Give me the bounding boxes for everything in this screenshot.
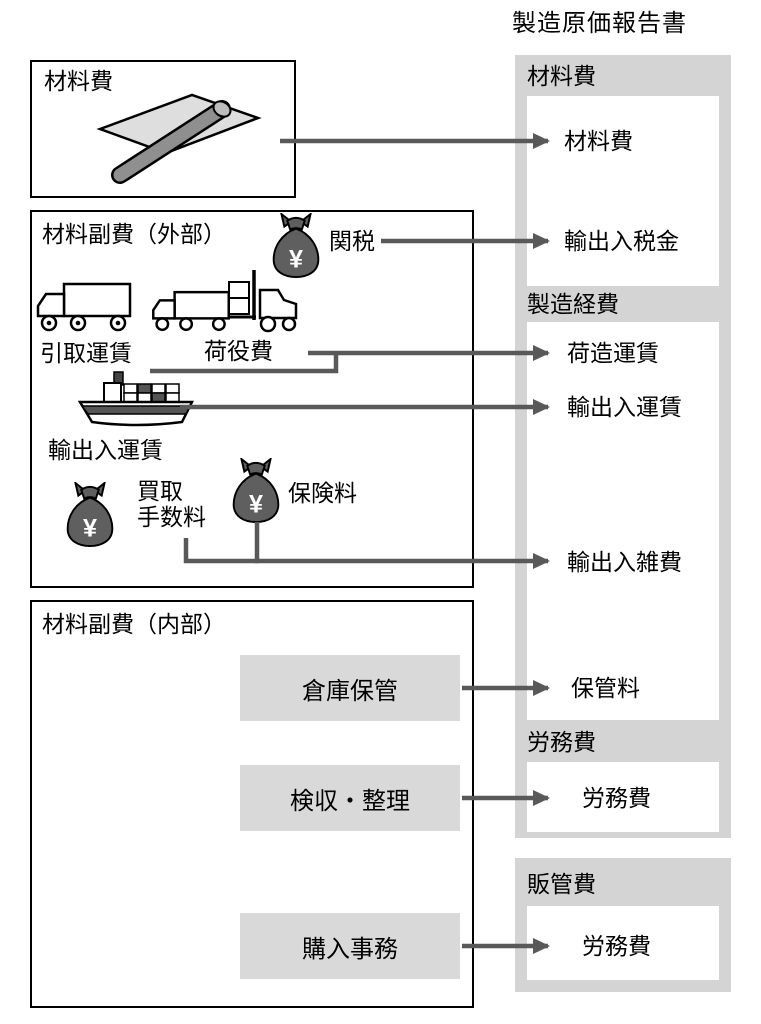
manufacturing-section-header: 製造経費: [527, 291, 619, 317]
labor-section-header: 労務費: [527, 729, 596, 755]
material-section-header: 材料費: [527, 63, 596, 89]
yen-glyph: ¥: [249, 490, 263, 518]
external-box-label: 材料副費（外部）: [42, 221, 226, 247]
internal-box-label: 材料副費（内部）: [42, 611, 226, 637]
sga-section-box: [527, 906, 719, 980]
labor-section-box: [527, 762, 719, 832]
purchase-fee-label: 買取 手数料: [137, 478, 206, 531]
manufacturing-section-box: [527, 322, 719, 720]
warehouse-storage-item: 倉庫保管: [240, 655, 460, 721]
sga-section-header: 販管費: [527, 871, 596, 897]
report-item-material: 材料費: [564, 128, 633, 154]
yen-glyph: ¥: [83, 514, 97, 542]
money-bag-icon: ¥: [272, 213, 320, 279]
report-item-sga-labor: 労務費: [582, 933, 651, 959]
warehouse-storage-label: 倉庫保管: [302, 677, 398, 705]
report-item-imex-misc: 輸出入雑費: [567, 549, 682, 575]
inspection-sorting-label: 検収・整理: [290, 787, 410, 815]
material-sheet-rod-icon: [96, 93, 262, 184]
truck-small-icon: [152, 290, 230, 332]
customs-label: 関税: [329, 228, 375, 254]
material-box-label: 材料費: [44, 68, 113, 94]
report-item-imex-tax: 輸出入税金: [564, 228, 679, 254]
money-bag-icon: ¥: [66, 482, 114, 548]
money-bag-icon: ¥: [232, 458, 280, 524]
material-section-box: [527, 96, 719, 286]
report-item-storage-fee: 保管料: [571, 675, 640, 701]
yen-glyph: ¥: [289, 245, 303, 273]
forklift-icon: [228, 270, 298, 333]
purchasing-admin-label: 購入事務: [302, 935, 398, 963]
pickup-freight-label: 引取運賃: [40, 340, 132, 366]
cargo-ship-icon: [78, 371, 194, 427]
report-title: 製造原価報告書: [512, 10, 687, 37]
insurance-label: 保険料: [288, 480, 357, 506]
report-item-imex-freight: 輸出入運賃: [567, 394, 682, 420]
report-item-packing-freight: 荷造運賃: [567, 340, 659, 366]
inspection-sorting-item: 検収・整理: [240, 765, 460, 831]
truck-icon: [36, 282, 132, 332]
report-item-labor: 労務費: [582, 785, 651, 811]
handling-cost-label: 荷役費: [204, 338, 273, 364]
imex-freight-label: 輸出入運賃: [48, 437, 163, 463]
purchasing-admin-item: 購入事務: [240, 913, 460, 979]
